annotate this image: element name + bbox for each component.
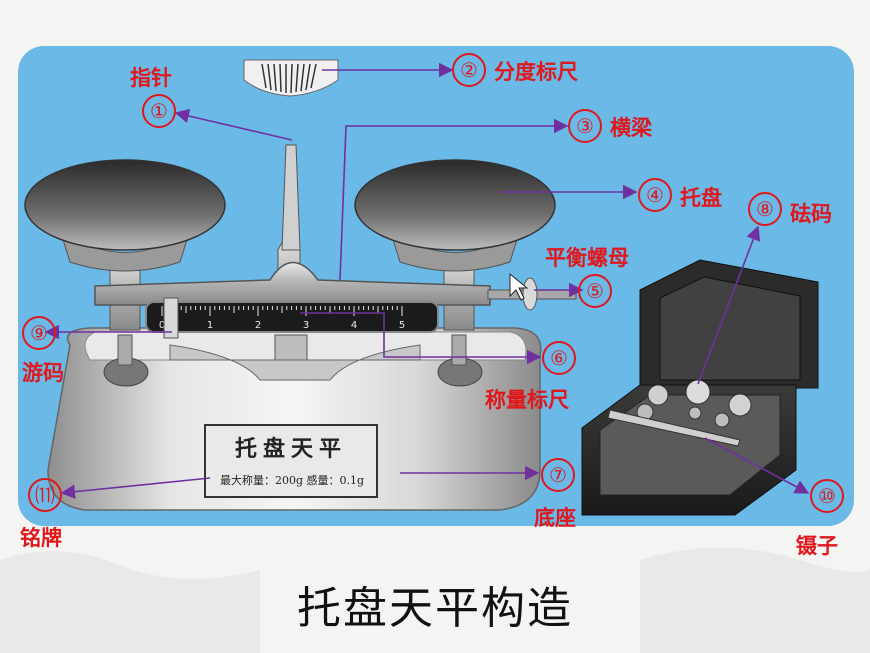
balance-nut xyxy=(522,277,538,311)
cursor-icon xyxy=(509,272,529,301)
ink-decoration xyxy=(0,551,260,653)
label-base-num: ⑦ xyxy=(541,458,575,492)
label-pointer-num: ① xyxy=(142,94,176,128)
pointer xyxy=(281,144,301,251)
ruler-tick-label: 3 xyxy=(303,320,309,331)
label-tweezers-num: ⑩ xyxy=(810,479,844,513)
ruler-ticks: 0 1 2 3 4 5 xyxy=(159,306,405,331)
label-pointer: 指针 xyxy=(130,66,172,90)
label-weigh-scale: 称量标尺 xyxy=(485,388,569,412)
label-weights: 砝码 xyxy=(790,202,832,226)
label-pan-num: ④ xyxy=(638,178,672,212)
label-scale: 分度标尺 xyxy=(494,60,578,84)
label-weights-num: ⑧ xyxy=(748,192,782,226)
label-tweezers: 镊子 xyxy=(796,534,838,558)
right-pillar xyxy=(451,334,467,366)
nameplate-title: 托盘天平 xyxy=(234,436,347,462)
left-pan xyxy=(24,159,226,251)
ruler-tick-label: 2 xyxy=(255,320,261,331)
ink-decoration xyxy=(640,547,870,653)
arrow-tweezers xyxy=(704,437,810,494)
arrow-nameplate xyxy=(60,477,211,499)
tweezers xyxy=(607,409,741,447)
label-pan: 托盘 xyxy=(680,186,722,210)
right-pan xyxy=(354,159,556,251)
arrow-weights xyxy=(697,225,761,385)
label-scale-num: ② xyxy=(452,53,486,87)
label-balance-nut-num: ⑤ xyxy=(578,274,612,308)
ruler-tick-label: 5 xyxy=(399,320,405,331)
page-title: 托盘天平构造 xyxy=(297,583,573,634)
balance-base xyxy=(47,327,542,511)
label-nameplate-num: ⑾ xyxy=(28,478,62,512)
label-beam: 横梁 xyxy=(610,116,652,140)
label-rider: 游码 xyxy=(22,361,64,385)
ruler-tick-label: 4 xyxy=(351,320,357,331)
arrow-pointer xyxy=(174,108,293,141)
left-pillar xyxy=(117,334,133,366)
arrow-weigh-scale xyxy=(300,312,542,365)
label-beam-num: ③ xyxy=(568,109,602,143)
label-nameplate: 铭牌 xyxy=(20,526,62,550)
column-flare xyxy=(169,344,421,381)
label-base: 底座 xyxy=(534,506,576,530)
ruler-tick-label: 1 xyxy=(207,320,213,331)
ruler-tick-label: 0 xyxy=(159,320,165,331)
rider xyxy=(163,297,179,339)
graduated-scale-ticks xyxy=(261,63,317,94)
arrow-beam xyxy=(339,118,569,281)
weigh-scale-ruler xyxy=(145,301,439,333)
nameplate-spec: 最大称量：200g 感量：0.1g xyxy=(219,474,365,487)
label-rider-num: ⑨ xyxy=(22,316,56,350)
nameplate xyxy=(204,424,378,498)
label-balance-nut: 平衡螺母 xyxy=(545,246,629,270)
weight-box-lid-inner xyxy=(659,276,801,381)
label-weigh-scale-num: ⑥ xyxy=(542,341,576,375)
